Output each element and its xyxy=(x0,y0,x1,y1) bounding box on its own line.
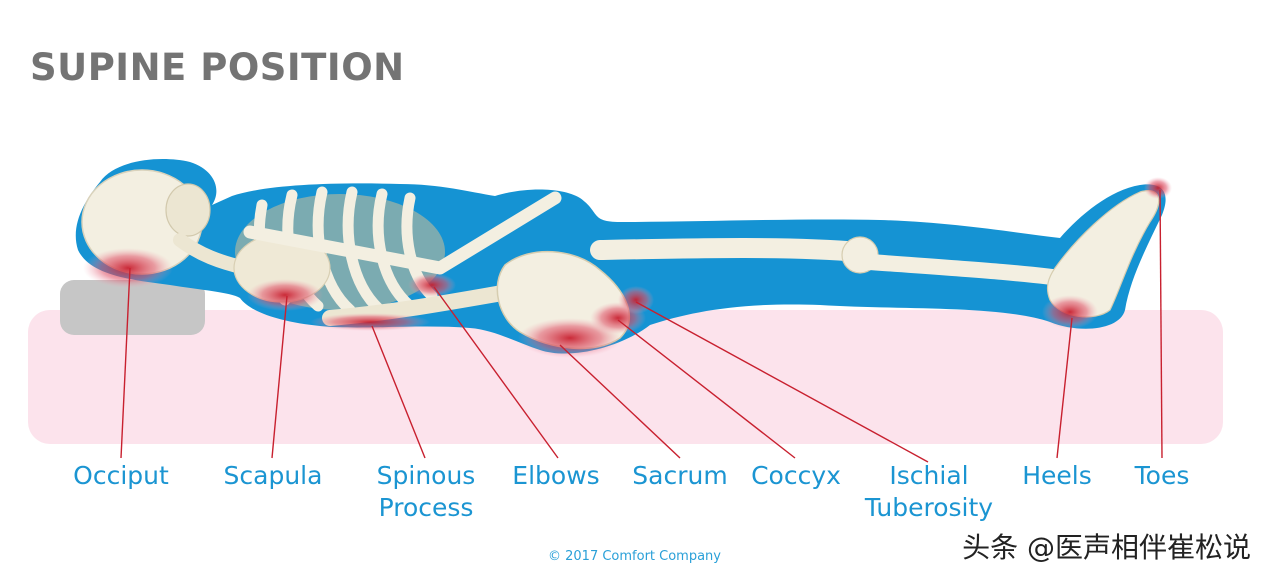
label-toes: Toes xyxy=(1134,461,1190,490)
copyright-notice: © 2017 Comfort Company xyxy=(548,549,721,564)
label-sacrum: Sacrum xyxy=(632,461,728,490)
watermark: 头条 @医声相伴崔松说 xyxy=(962,531,1251,564)
label-ischial-tuberosity: Ischial Tuberosity xyxy=(854,460,1004,524)
leader-lines xyxy=(120,189,1163,463)
label-spinous-line-1: Spinous xyxy=(376,461,476,490)
arm-bones xyxy=(243,191,562,275)
label-scapula: Scapula xyxy=(223,461,323,490)
foot-bones xyxy=(1046,190,1160,318)
jaw xyxy=(165,183,211,237)
pillow xyxy=(60,280,205,335)
label-coccyx: Coccyx xyxy=(751,461,841,490)
label-spinous-line-2: Process xyxy=(378,493,474,522)
page-title: SUPINE POSITION xyxy=(30,46,405,89)
femur xyxy=(590,238,870,262)
mattress xyxy=(28,310,1223,444)
label-ischial-line-1: Ischial xyxy=(889,461,969,490)
label-elbows: Elbows xyxy=(512,461,600,490)
label-ischial-line-2: Tuberosity xyxy=(864,493,994,522)
pressure-points xyxy=(83,177,1172,358)
label-spinous-process: Spinous Process xyxy=(368,460,484,524)
label-heels: Heels xyxy=(1022,461,1092,490)
label-occiput: Occiput xyxy=(73,461,169,490)
